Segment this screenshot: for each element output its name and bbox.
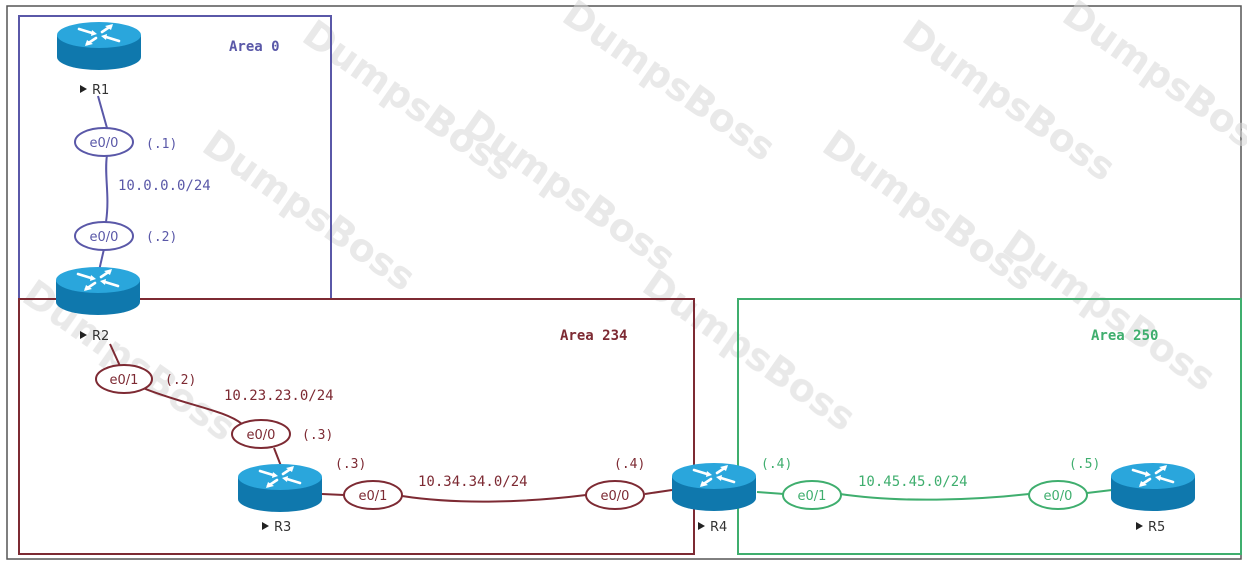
interface-label: e0/0 xyxy=(247,428,276,443)
play-marker-icon xyxy=(80,331,87,339)
router-r3[interactable]: R3 xyxy=(236,462,324,535)
router-icon xyxy=(670,461,758,513)
network-10-23-23-0: 10.23.23.0/24 xyxy=(224,388,334,404)
watermark-text: DumpsBoss xyxy=(295,11,524,189)
router-label: R4 xyxy=(710,520,727,535)
play-marker-icon xyxy=(262,522,269,530)
link-r3-r4 xyxy=(321,489,673,503)
router-icon xyxy=(55,20,143,72)
router-icon xyxy=(236,462,324,514)
host-address-r4-e0-0: (.4) xyxy=(614,457,645,472)
host-address-r1: (.1) xyxy=(146,137,177,152)
watermark-text: DumpsBoss xyxy=(635,261,864,439)
interface-r2-e0-0[interactable]: e0/0 xyxy=(74,221,134,251)
interface-label: e0/1 xyxy=(798,489,827,504)
interface-label: e0/0 xyxy=(90,230,119,245)
link-r2-r3 xyxy=(109,343,282,467)
watermark-text: DumpsBoss xyxy=(555,0,784,170)
interface-r4-e0-0[interactable]: e0/0 xyxy=(585,480,645,510)
router-r1[interactable]: R1 xyxy=(55,20,143,98)
area-234-label: Area 234 xyxy=(560,328,627,344)
router-label: R2 xyxy=(92,329,109,344)
host-address-r2: (.2) xyxy=(146,230,177,245)
link-r4-r5 xyxy=(756,489,1113,501)
router-label: R1 xyxy=(92,83,109,98)
play-marker-icon xyxy=(1136,522,1143,530)
interface-label: e0/0 xyxy=(90,136,119,151)
watermark-text: DumpsBoss xyxy=(195,121,424,299)
play-marker-icon xyxy=(80,85,87,93)
router-icon xyxy=(1109,461,1197,513)
interface-r3-e0-0[interactable]: e0/0 xyxy=(231,419,291,449)
interface-r1-e0-0[interactable]: e0/0 xyxy=(74,127,134,157)
interface-r3-e0-1[interactable]: e0/1 xyxy=(343,480,403,510)
area-250-label: Area 250 xyxy=(1091,328,1158,344)
interface-label: e0/0 xyxy=(1044,489,1073,504)
watermark-text: DumpsBoss xyxy=(455,101,684,279)
watermark-text: DumpsBoss xyxy=(995,221,1224,399)
play-marker-icon xyxy=(698,522,705,530)
watermark-text: DumpsBoss xyxy=(815,121,1044,299)
network-10-45-45-0: 10.45.45.0/24 xyxy=(858,474,968,490)
host-address-r3-e0-0: (.3) xyxy=(302,428,333,443)
router-label: R5 xyxy=(1148,520,1165,535)
network-10-34-34-0: 10.34.34.0/24 xyxy=(418,474,528,490)
area-234-box xyxy=(18,298,695,555)
router-label: R3 xyxy=(274,520,291,535)
interface-label: e0/1 xyxy=(359,489,388,504)
host-address-r2-e0-1: (.2) xyxy=(165,373,196,388)
host-address-r4-e0-1: (.4) xyxy=(761,457,792,472)
interface-r4-e0-1[interactable]: e0/1 xyxy=(782,480,842,510)
host-address-r3-e0-1: (.3) xyxy=(335,457,366,472)
interface-r2-e0-1[interactable]: e0/1 xyxy=(95,364,153,394)
network-10-0-0-0: 10.0.0.0/24 xyxy=(118,178,211,194)
router-r4[interactable]: R4 xyxy=(670,461,758,535)
interface-label: e0/0 xyxy=(601,489,630,504)
watermark: DumpsBoss DumpsBoss DumpsBoss DumpsBoss … xyxy=(15,0,1247,450)
host-address-r5-e0-0: (.5) xyxy=(1069,457,1100,472)
area-250-box xyxy=(737,298,1242,555)
router-r5[interactable]: R5 xyxy=(1109,461,1197,535)
interface-label: e0/1 xyxy=(110,373,139,388)
area-0-label: Area 0 xyxy=(229,39,280,55)
diagram-frame xyxy=(6,5,1242,560)
router-icon xyxy=(54,265,142,317)
router-r2[interactable]: R2 xyxy=(54,265,142,344)
interface-r5-e0-0[interactable]: e0/0 xyxy=(1028,480,1088,510)
